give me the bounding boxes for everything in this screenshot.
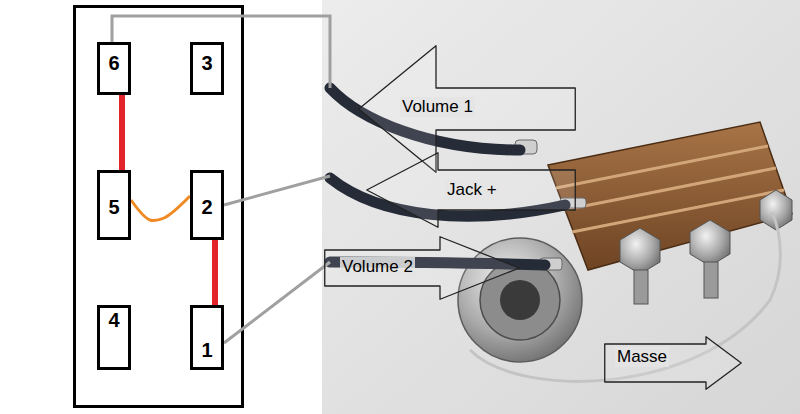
callout-arrow: Volume 2	[324, 236, 520, 300]
tagboard	[548, 122, 792, 270]
callout-label: Volume 2	[340, 257, 415, 277]
screw	[634, 270, 648, 304]
leader-wire	[224, 176, 330, 205]
callout-arrow: Masse	[604, 336, 742, 390]
terminal-number: 2	[193, 195, 221, 219]
terminal-number: 4	[100, 308, 128, 332]
nut	[690, 220, 730, 266]
leader-wire	[224, 262, 330, 343]
terminal-box: 3	[190, 42, 224, 95]
terminal-box: 5	[97, 170, 131, 240]
screw	[704, 262, 718, 298]
jumper-wire	[131, 196, 190, 221]
jack-hole	[500, 280, 540, 320]
terminal-box: 2	[190, 170, 224, 240]
switch-outline	[75, 7, 243, 407]
callout-arrow: Volume 1	[358, 45, 576, 173]
terminal-number: 3	[193, 51, 221, 75]
tagboard-layers	[556, 146, 784, 232]
callout-arrow-shape	[367, 153, 576, 228]
ground-wire	[470, 212, 780, 381]
terminal-number: 5	[100, 195, 128, 219]
nut	[620, 228, 660, 274]
callout-arrow-shape	[605, 337, 742, 390]
terminal-box: 1	[190, 305, 224, 370]
callout-label: Jack +	[445, 180, 499, 200]
callout-label: Masse	[615, 347, 669, 367]
photo-ground	[322, 0, 800, 414]
bridge-wire	[212, 240, 218, 305]
terminal-number: 1	[193, 338, 221, 362]
callout-label: Volume 1	[400, 97, 475, 117]
bridge-wire	[119, 95, 125, 170]
terminal-number: 6	[100, 51, 128, 75]
callout-arrow-shape	[325, 237, 520, 300]
terminal-box: 4	[97, 305, 131, 370]
terminal-box: 6	[97, 42, 131, 95]
callout-arrow-shape	[359, 46, 576, 173]
callout-arrow: Jack +	[366, 152, 576, 228]
